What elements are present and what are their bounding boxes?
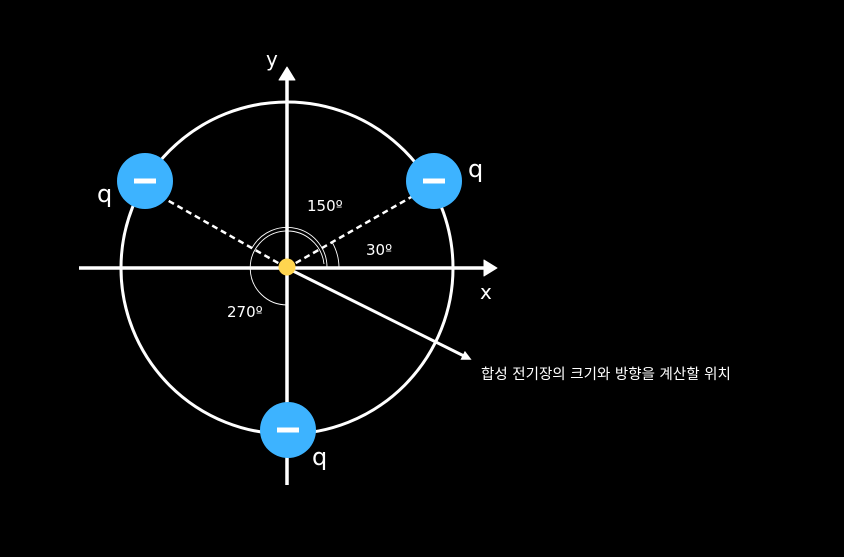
center-point — [278, 258, 296, 276]
y-axis-label: y — [266, 47, 278, 71]
angle-label-150: 150º — [307, 197, 343, 215]
minus-sign-icon — [277, 427, 299, 433]
charge-label-bottom: q — [312, 443, 327, 471]
charge-label-upper-left: q — [97, 180, 112, 208]
charge-upper-right — [406, 153, 462, 209]
x-axis-arrowhead — [483, 259, 498, 277]
angle-label-30: 30º — [366, 241, 392, 259]
charge-bottom — [260, 402, 316, 458]
target-location-note: 합성 전기장의 크기와 방향을 계산할 위치 — [481, 366, 731, 383]
charge-label-upper-right: q — [468, 155, 483, 183]
minus-sign-icon — [423, 178, 445, 184]
minus-sign-icon — [134, 178, 156, 184]
angle-arc-150 — [251, 226, 328, 269]
charge-upper-left — [117, 153, 173, 209]
dashed-line-30 — [286, 190, 421, 270]
target-direction-arrow — [286, 266, 472, 360]
angle-arc-30 — [331, 241, 340, 269]
angle-arc-270 — [249, 230, 325, 306]
angle-label-270: 270º — [227, 303, 263, 321]
y-axis-arrowhead — [278, 66, 296, 81]
x-axis-label: x — [480, 280, 492, 304]
dashed-line-150 — [159, 194, 288, 270]
